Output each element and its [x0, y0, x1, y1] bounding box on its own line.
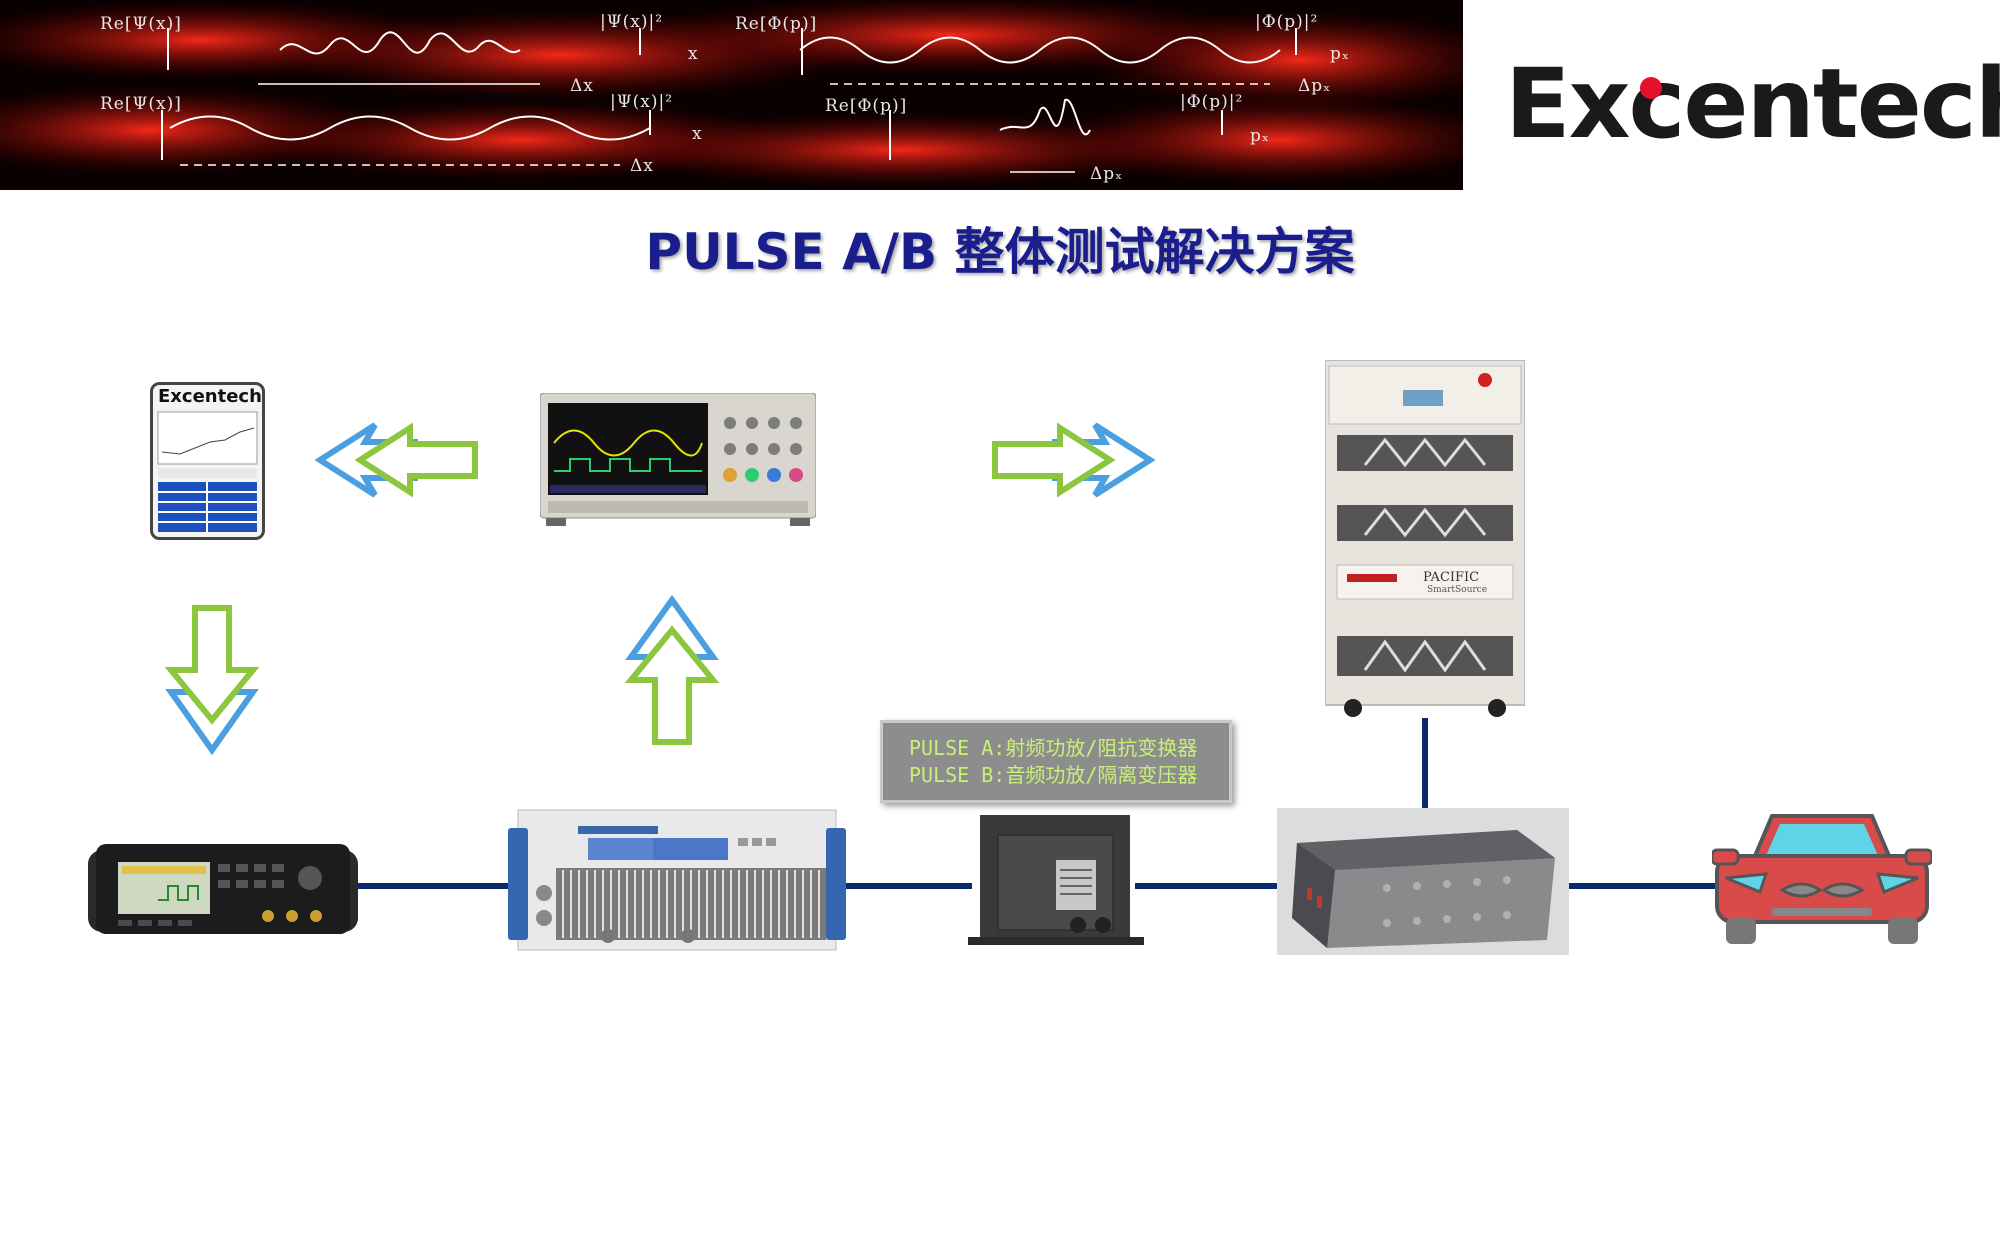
oscilloscope-icon: [539, 392, 817, 528]
banner-label: Δpₓ: [1090, 164, 1124, 184]
brand-logo: Excentech: [1505, 48, 2000, 160]
arrow-down-icon: [165, 605, 260, 755]
power-amplifier-icon: [508, 808, 848, 958]
amplifier-note: PULSE A:射频功放/阻抗变换器 PULSE B:音频功放/隔离变压器: [880, 720, 1232, 803]
connection-line: [340, 883, 515, 889]
arrow-right-icon: [992, 422, 1155, 498]
arrow-left-icon: [315, 422, 478, 498]
banner-label: Re[Ψ(x)]: [100, 14, 182, 34]
note-line-pulse-b: PULSE B:音频功放/隔离变压器: [909, 763, 1198, 787]
connection-line: [1422, 718, 1428, 808]
banner-label: Re[Φ(p)]: [735, 14, 818, 34]
banner-label: |Φ(p)|²: [1180, 92, 1244, 112]
banner-label: pₓ: [1250, 126, 1271, 146]
transformer-icon: [968, 815, 1148, 955]
connection-line: [1135, 883, 1277, 889]
arrow-up-icon: [625, 595, 720, 745]
header-banner: Re[Ψ(x)] |Ψ(x)|² Re[Φ(p)] |Φ(p)|² Re[Ψ(x…: [0, 0, 1463, 190]
brand-logo-dot: [1640, 77, 1662, 99]
banner-label: |Φ(p)|²: [1255, 12, 1319, 32]
function-generator-icon: [88, 840, 358, 942]
connection-line: [842, 883, 972, 889]
banner-label: Δx: [630, 156, 654, 176]
power-source-icon: PACIFIC SmartSource: [1324, 359, 1526, 718]
software-brand: Excentech: [158, 386, 262, 407]
note-line-pulse-a: PULSE A:射频功放/阻抗变换器: [909, 736, 1198, 760]
car-icon: [1710, 808, 1934, 953]
banner-label: x: [692, 124, 703, 144]
banner-label: Δx: [570, 76, 594, 96]
wavefunction-graphic: [0, 0, 1463, 188]
coupling-box-icon: [1277, 808, 1569, 955]
power-source-brand: PACIFIC: [1423, 570, 1480, 585]
connection-line: [1565, 883, 1725, 889]
banner-label: Re[Φ(p)]: [825, 96, 908, 116]
banner-label: |Ψ(x)|²: [600, 12, 664, 32]
banner-label: pₓ: [1330, 44, 1351, 64]
software-icon: Excentech: [150, 382, 265, 540]
page-title: PULSE A/B 整体测试解决方案: [645, 223, 1355, 281]
banner-label: |Ψ(x)|²: [610, 92, 674, 112]
power-source-sub: SmartSource: [1427, 585, 1488, 595]
banner-label: Re[Ψ(x)]: [100, 94, 182, 114]
banner-label: x: [688, 44, 699, 64]
banner-label: Δpₓ: [1298, 76, 1332, 96]
